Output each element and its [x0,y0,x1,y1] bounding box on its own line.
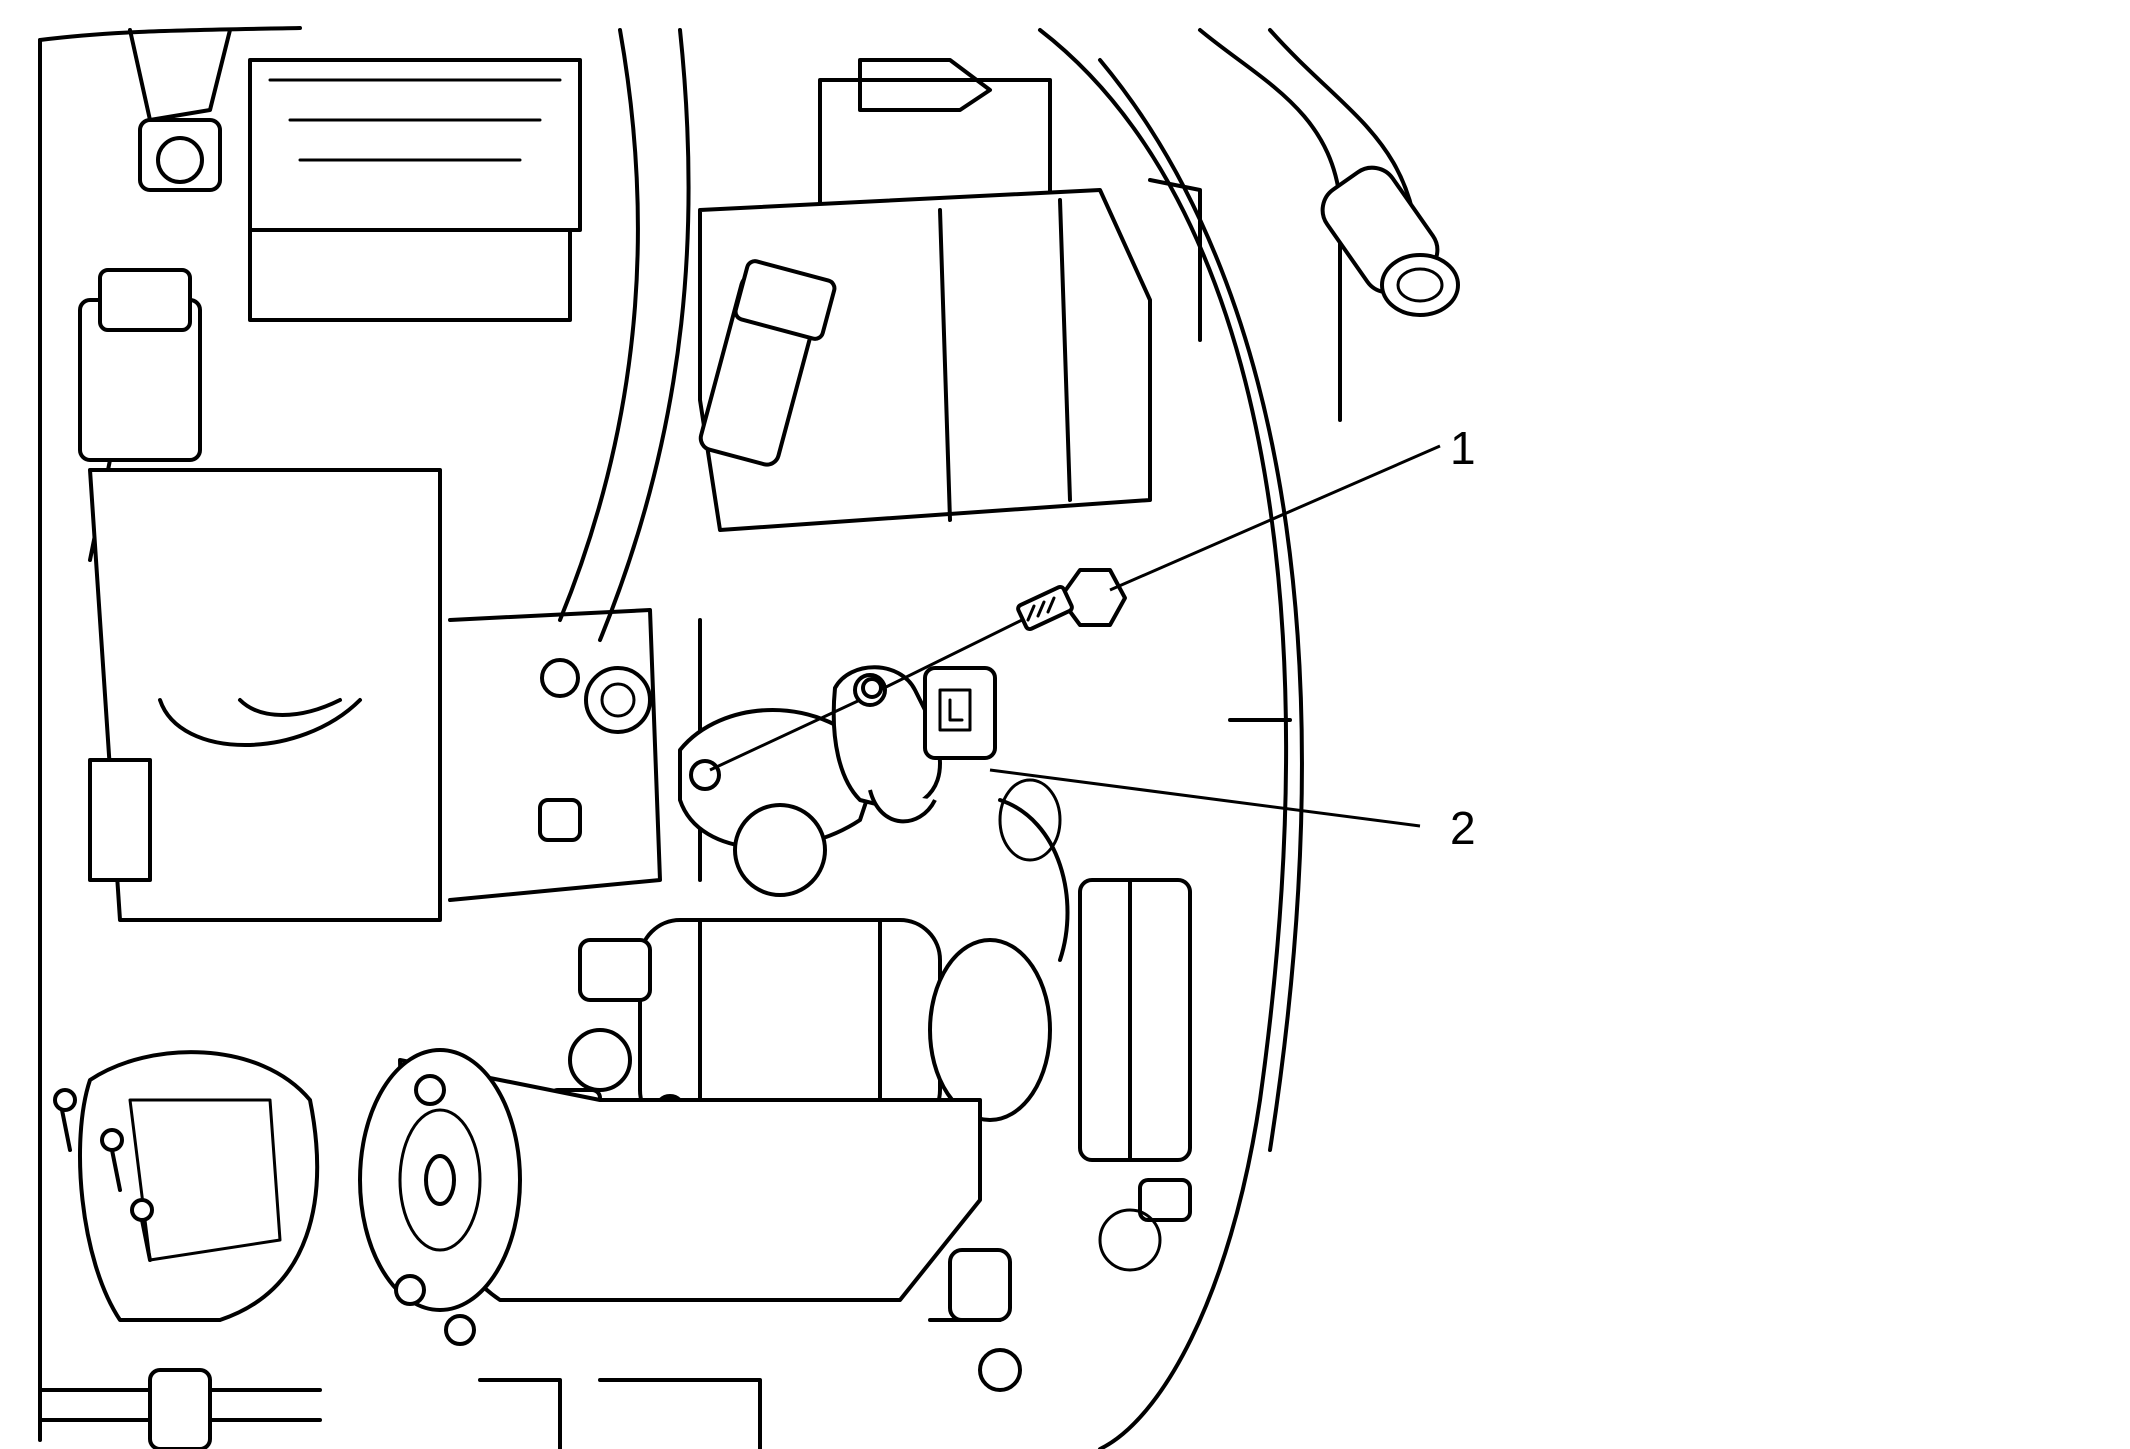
mounting-holes [861,677,883,699]
crankshaft-position-sensor [831,665,997,824]
callout-leaders [709,444,1441,828]
engine-block-outline [38,26,1460,1449]
sensor-bolt [1016,568,1127,632]
callout-labels: 1 2 [1450,422,1476,854]
callout-label-2: 2 [1450,802,1476,854]
callout-label-1: 1 [1450,422,1476,474]
leader-line-1 [1109,444,1441,592]
leader-line-2 [989,768,1421,828]
leader-line-1-alignment [709,618,1023,772]
